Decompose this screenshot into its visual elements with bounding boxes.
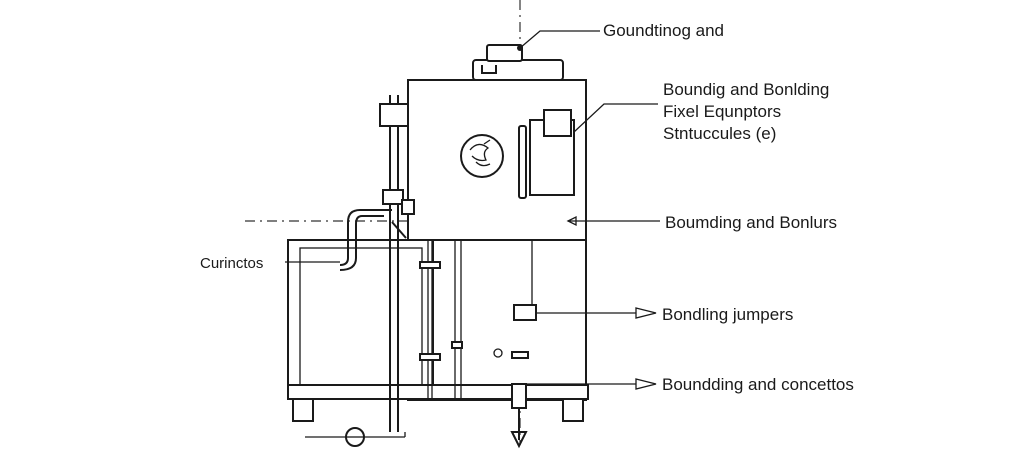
leader-grounding	[519, 30, 600, 49]
label-grounding: Goundtinog and	[603, 21, 724, 40]
connector-pipe	[339, 209, 392, 271]
left-tank	[287, 239, 434, 399]
jumper-block	[513, 304, 537, 321]
label-connectors: Curinctos	[200, 255, 264, 272]
foot-right	[562, 398, 584, 422]
label-jumpers: Bondling jumpers	[662, 305, 794, 324]
dial-icon	[460, 134, 504, 178]
vertical-pipe	[389, 95, 399, 432]
pipe-clamp-top	[379, 103, 409, 127]
label-bonding-bonlurs: Boumding and Bonlurs	[665, 213, 838, 232]
vertical-rail	[518, 125, 527, 199]
label-bonding-fixed: Boundig and Bonlding Fixel Equnptors Stn…	[663, 79, 829, 145]
label-bonding-fixed-line3: Stntuccules (e)	[663, 124, 777, 143]
ground-rod-block	[511, 383, 527, 409]
base-plate	[287, 384, 589, 400]
top-cap	[472, 44, 564, 81]
arrow-icon	[635, 307, 657, 319]
label-bonding-fixed-line2: Fixel Equnptors	[663, 102, 782, 121]
pipe-clamp-mid	[382, 189, 404, 205]
label-concettos: Boundding and concettos	[662, 375, 854, 394]
leader-bonding-fixed	[573, 103, 658, 133]
bottom-ground-wire	[305, 427, 406, 447]
label-bonding-fixed-line1: Boundig and Bonlding	[663, 80, 830, 99]
foot-left	[292, 398, 314, 422]
ground-symbol-icon	[510, 408, 528, 449]
panel-box	[543, 109, 572, 137]
